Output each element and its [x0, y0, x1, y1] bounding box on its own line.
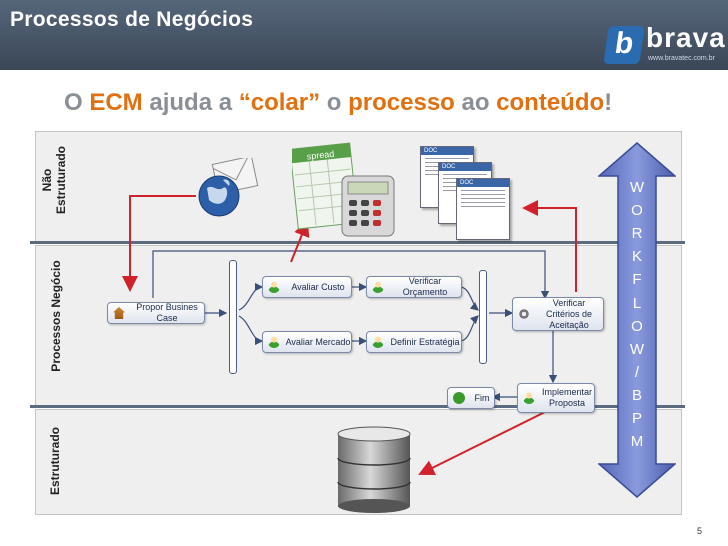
doc-label: DOC — [439, 163, 491, 171]
node-label: Implementar Proposta — [541, 387, 593, 408]
workflow-letter: / — [634, 363, 640, 381]
workflow-letter: W — [629, 179, 645, 196]
check-icon — [453, 392, 465, 404]
house-icon — [113, 307, 125, 319]
workflow-letter: O — [631, 202, 643, 220]
person-icon — [372, 281, 384, 293]
subtitle: O ECM ajuda a “colar” o processo ao cont… — [64, 89, 612, 117]
page-title: Processos de Negócios — [10, 8, 254, 31]
workflow-letter: K — [631, 248, 642, 266]
flow-connector — [459, 315, 479, 342]
node-avaliar-mercado[interactable]: Avaliar Mercado — [262, 331, 352, 353]
workflow-letter: P — [631, 410, 642, 427]
node-avaliar-custo[interactable]: Avaliar Custo — [262, 276, 352, 298]
flow-connector — [238, 282, 264, 311]
spreadsheet-label: spread — [306, 149, 334, 162]
node-label: Definir Estratégia — [390, 336, 460, 347]
workflow-letter: F — [632, 271, 642, 289]
doc-line — [461, 190, 505, 191]
subtitle-part: O — [64, 89, 90, 116]
node-fim[interactable]: Fim — [447, 387, 495, 409]
subtitle-part: o — [320, 89, 349, 116]
brava-logo: b brava www.bravatec.com.br — [603, 22, 725, 66]
document-icon: DOC — [456, 178, 510, 240]
workflow-letter: B — [631, 386, 642, 404]
flow-loop-connector — [152, 250, 550, 300]
node-implementar-proposta[interactable]: Implementar Proposta — [517, 383, 595, 413]
sync-bar-split — [229, 260, 237, 374]
doc-label: DOC — [457, 179, 509, 187]
node-label: Verificar Critérios de Aceitação — [545, 297, 592, 330]
workflow-letter: O — [631, 317, 643, 335]
page-number: 5 — [697, 526, 703, 536]
lane-separator — [30, 405, 685, 408]
person-icon — [523, 392, 535, 404]
node-label: Avaliar Custo — [291, 281, 345, 292]
header-bar: Processos de Negócios b brava www.bravat… — [0, 0, 728, 70]
workflow-letter: R — [631, 225, 643, 243]
person-icon — [268, 281, 280, 293]
doc-line — [443, 174, 487, 175]
doc-line — [461, 202, 505, 203]
subtitle-part: ! — [604, 89, 613, 116]
doc-line — [461, 206, 505, 207]
doc-line — [425, 158, 469, 159]
workflow-letter: M — [630, 433, 644, 451]
logo-word: brava — [646, 22, 726, 53]
subtitle-part: ajuda a — [142, 89, 239, 116]
red-arrow-email — [122, 195, 196, 292]
node-verificar-criterios[interactable]: Verificar Critérios de Aceitação — [512, 297, 604, 331]
doc-line — [461, 198, 505, 199]
node-label: Verificar Orçamento — [402, 276, 448, 297]
subtitle-part: ao — [454, 89, 497, 116]
red-arrow-documents — [522, 200, 577, 292]
node-verificar-orcamento[interactable]: Verificar Orçamento — [366, 276, 462, 298]
email-globe-icon — [198, 158, 259, 217]
sync-bar-join — [479, 270, 487, 364]
doc-line — [461, 194, 505, 195]
gear-icon — [518, 308, 530, 320]
flow-connector — [459, 286, 479, 311]
workflow-bpm-arrow — [598, 142, 676, 498]
doc-label: DOC — [421, 147, 473, 155]
node-label: Fim — [474, 392, 490, 403]
subtitle-part: processo — [348, 89, 455, 116]
subtitle-part: “colar” — [238, 89, 321, 116]
subtitle-part: conteúdo — [496, 89, 605, 116]
subtitle-part: ECM — [89, 89, 143, 116]
person-icon — [268, 336, 280, 348]
logo-url: www.bravatec.com.br — [648, 55, 715, 62]
flow-connector — [238, 315, 264, 346]
node-propor-busines-case[interactable]: Propor Busines Case — [107, 302, 205, 324]
lane-separator — [30, 241, 685, 244]
node-label: Propor Busines Case — [136, 302, 198, 323]
red-arrow-database — [418, 411, 546, 475]
spreadsheet-calculator-icon: spread — [292, 142, 395, 237]
person-icon — [372, 336, 384, 348]
node-definir-estrategia[interactable]: Definir Estratégia — [366, 331, 462, 353]
workflow-letter: L — [632, 294, 642, 312]
node-label: Avaliar Mercado — [285, 336, 351, 347]
database-icon — [337, 426, 411, 513]
workflow-letter: W — [629, 340, 645, 358]
